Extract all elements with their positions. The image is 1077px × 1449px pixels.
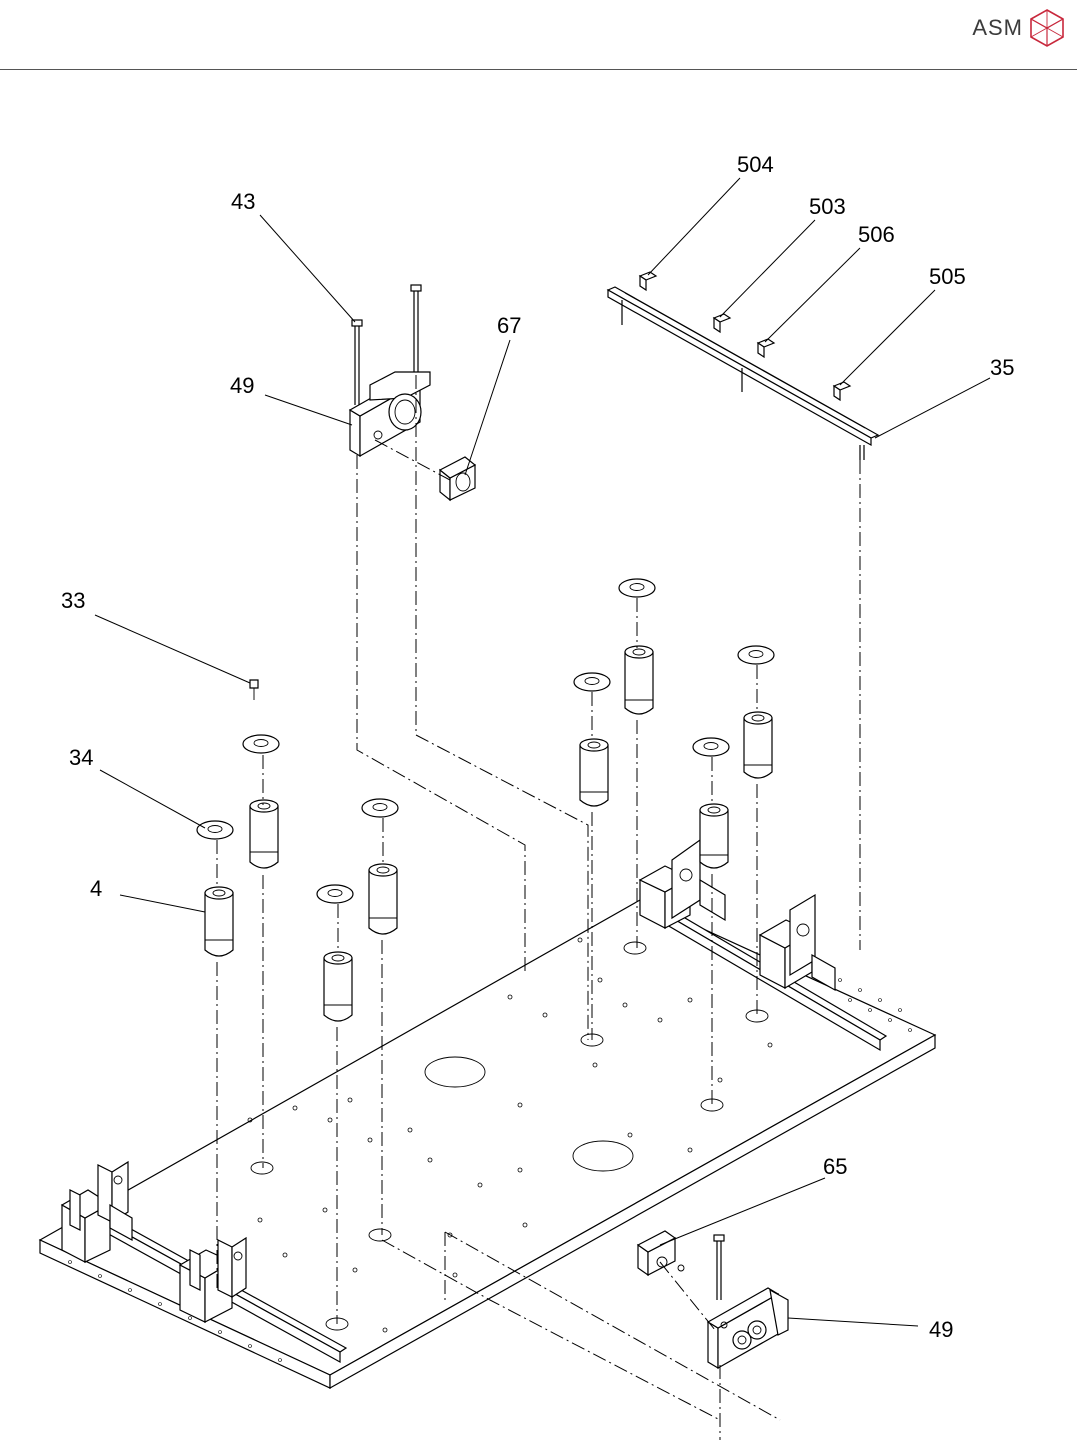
clip-505 [834,382,850,400]
callout-49-bottom: 49 [929,1317,953,1342]
cover-plate-top [440,457,475,500]
callout-43: 43 [231,189,255,214]
callout-34: 34 [69,745,93,770]
callout-504: 504 [737,152,774,177]
rail-bar [608,272,878,460]
callout-67: 67 [497,313,521,338]
callout-33: 33 [61,588,85,613]
callout-4: 4 [90,876,102,901]
upper-bearing-block [350,285,430,456]
column-front-mid [243,680,279,868]
callout-506: 506 [858,222,895,247]
column-center-left [317,885,353,1021]
clip-503 [714,314,730,332]
lower-bearing-block [708,1235,788,1368]
column-center [362,799,398,934]
rear-bracket-right [760,895,835,990]
callout-65: 65 [823,1154,847,1179]
callout-505: 505 [929,264,966,289]
callout-503: 503 [809,194,846,219]
column-rear-d [738,646,774,778]
callout-49-top: 49 [230,373,254,398]
callout-35: 35 [990,355,1014,380]
column-front-left [197,821,233,956]
